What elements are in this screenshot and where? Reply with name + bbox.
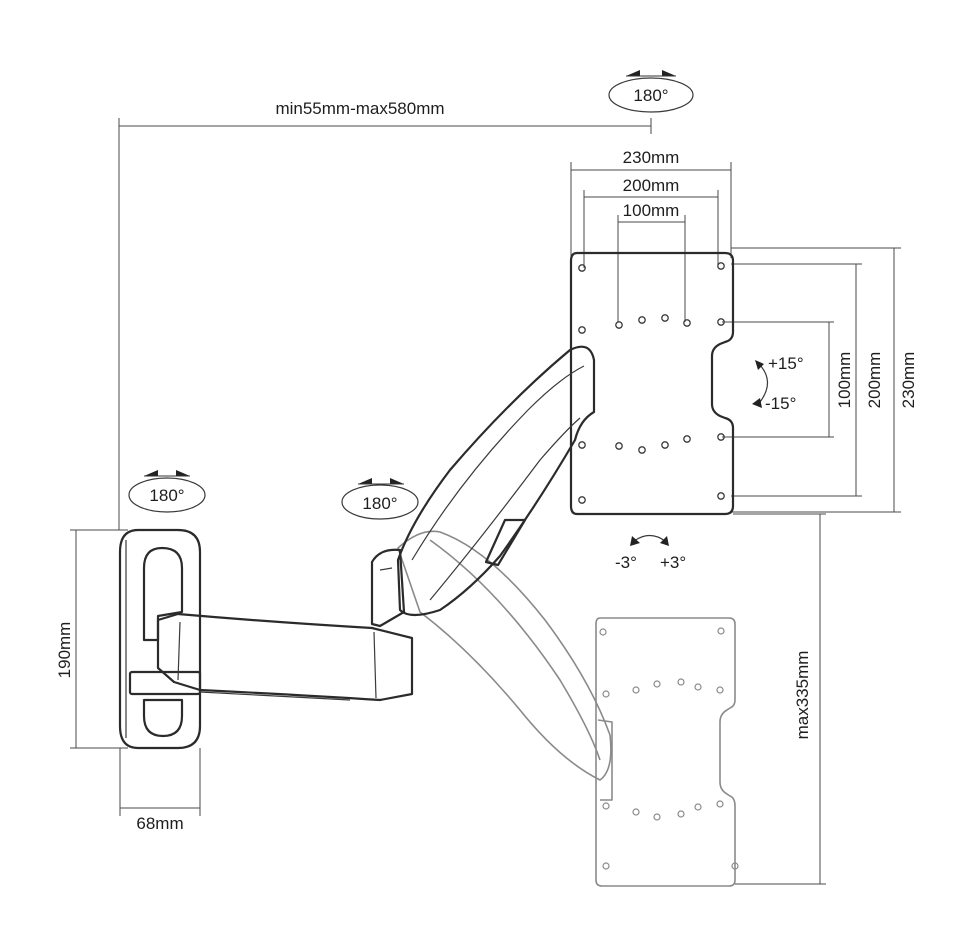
wall-plate xyxy=(118,528,202,750)
vesa-height-mid-label: 200mm xyxy=(865,352,884,409)
vesa-width-inner-label: 100mm xyxy=(623,201,680,220)
vesa-width-mid-label: 200mm xyxy=(623,176,680,195)
lower-arm xyxy=(156,612,414,702)
wall-plate-depth-label: 68mm xyxy=(136,814,183,833)
arm-extension-dimension: min55mm-max580mm xyxy=(118,99,652,530)
level-minus-label: -3° xyxy=(615,553,637,572)
wall-plate-height-label: 190mm xyxy=(55,622,74,679)
vesa-plate-upper xyxy=(569,251,735,516)
vesa-holes-lower xyxy=(599,627,739,870)
vesa-holes-upper xyxy=(578,262,725,504)
elbow-joint xyxy=(370,548,406,628)
arm-swivel-label: 180° xyxy=(362,494,397,513)
top-swivel-label: 180° xyxy=(633,86,668,105)
upper-arm xyxy=(396,345,596,617)
wall-plate-height-dimension: 190mm xyxy=(55,529,128,749)
wall-swivel-badge: 180° xyxy=(128,470,206,513)
wall-plate-depth-dimension: 68mm xyxy=(119,748,201,833)
wall-swivel-label: 180° xyxy=(149,486,184,505)
level-plus-label: +3° xyxy=(660,553,686,572)
arm-swivel-badge: 180° xyxy=(341,478,419,520)
tilt-up-label: +15° xyxy=(768,354,804,373)
vesa-plate-lower xyxy=(595,617,739,887)
arm-extension-label: min55mm-max580mm xyxy=(275,99,444,118)
level-indicator: -3° +3° xyxy=(615,534,686,572)
tilt-indicator: +15° -15° xyxy=(752,354,804,413)
vesa-height-inner-label: 100mm xyxy=(835,352,854,409)
vesa-height-dimensions: 230mm 200mm 100mm xyxy=(722,247,918,513)
arm-lowered-ghost xyxy=(397,530,613,801)
max-height-dimension: max335mm xyxy=(733,513,826,885)
tilt-down-label: -15° xyxy=(765,394,796,413)
vesa-width-outer-label: 230mm xyxy=(623,148,680,167)
max-height-label: max335mm xyxy=(793,651,812,740)
vesa-height-outer-label: 230mm xyxy=(899,352,918,409)
vesa-width-dimensions: 230mm 200mm 100mm xyxy=(570,148,732,322)
top-swivel-badge: 180° xyxy=(608,70,694,113)
